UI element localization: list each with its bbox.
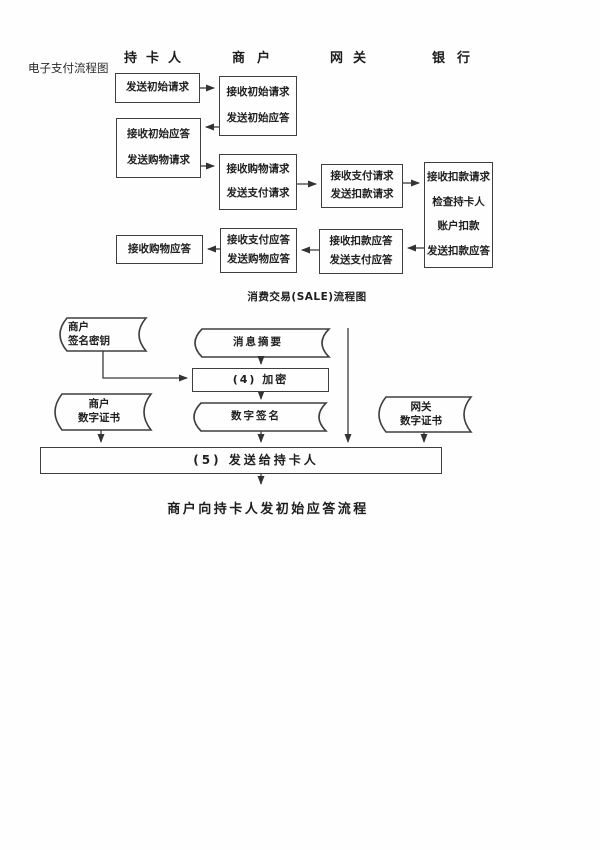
response-flow-arrows <box>97 328 428 485</box>
box-line: 账户扣款 <box>437 220 480 233</box>
box-recv-initial-response: 接收初始应答 发送购物请求 <box>116 118 201 178</box>
sale-flow-caption: 消费交易(SALE)流程图 <box>247 291 367 303</box>
lane-gateway: 网关 <box>330 51 377 66</box>
stored-data-shapes <box>54 317 473 433</box>
merchant-cert-label: 商户 数字证书 <box>57 396 141 428</box>
box-recv-payment-response: 接收支付应答 发送购物应答 <box>220 228 297 273</box>
box-line: 接收购物应答 <box>128 242 191 255</box>
box-line: 发送支付应答 <box>329 253 393 266</box>
sale-flow-arrows <box>200 84 424 254</box>
cyl-line: 消息摘要 <box>233 336 283 349</box>
digital-signature-label: 数字签名 <box>197 404 315 430</box>
box-line: 发送扣款应答 <box>427 244 490 257</box>
box-line: 发送扣款请求 <box>330 188 394 201</box>
box-line: 发送购物应答 <box>227 252 290 265</box>
message-digest-shape <box>194 328 331 358</box>
box-recv-initial-request: 接收初始请求 发送初始应答 <box>219 76 297 136</box>
box-line: 发送支付请求 <box>226 187 290 200</box>
lane-bank: 银行 <box>432 51 483 66</box>
digital-signature-shape <box>193 402 328 432</box>
box-encrypt-step: (4) 加密 <box>192 368 329 392</box>
merchant-sign-key-shape <box>59 317 148 352</box>
box-line: 发送初始请求 <box>126 81 189 94</box>
box-recv-shopping-request: 接收购物请求 发送支付请求 <box>219 154 297 210</box>
box-line: 发送初始应答 <box>226 112 290 125</box>
box-line: 接收支付请求 <box>330 170 394 183</box>
box-recv-debit-response: 接收扣款应答 发送支付应答 <box>319 229 403 274</box>
box-line: 接收支付应答 <box>227 234 290 247</box>
box-line: 接收初始应答 <box>127 128 190 141</box>
box-recv-payment-request: 接收支付请求 发送扣款请求 <box>321 164 403 208</box>
page-title: 电子支付流程图 <box>28 61 109 75</box>
box-line: (5) 发送给持卡人 <box>193 452 319 467</box>
lane-cardholder: 持卡人 <box>124 51 191 66</box>
cyl-line: 数字证书 <box>78 412 120 424</box>
response-flow-caption: 商户向持卡人发初始应答流程 <box>167 502 369 517</box>
box-line: 发送购物请求 <box>127 154 190 167</box>
box-send-to-cardholder: (5) 发送给持卡人 <box>40 447 442 474</box>
box-send-initial-request: 发送初始请求 <box>115 73 200 103</box>
merchant-cert-shape <box>54 393 153 431</box>
box-line: 接收扣款请求 <box>427 171 490 184</box>
cyl-line: 网关 <box>410 400 432 413</box>
cyl-line: 商户 <box>88 398 110 411</box>
arrow-signkey-to-encrypt <box>102 351 188 382</box>
box-recv-shopping-response: 接收购物应答 <box>116 235 203 264</box>
box-line: (4) 加密 <box>232 372 289 386</box>
box-line: 接收扣款应答 <box>329 235 393 248</box>
cyl-line: 数字签名 <box>231 410 281 423</box>
gateway-cert-label: 网关 数字证书 <box>381 399 461 430</box>
box-line: 接收购物请求 <box>226 163 290 176</box>
box-line: 检查持卡人 <box>432 195 485 208</box>
cyl-line: 数字证书 <box>400 414 442 427</box>
cyl-line: 签名密钥 <box>68 334 110 347</box>
gateway-cert-shape <box>378 396 473 433</box>
merchant-sign-key-label: 商户 签名密钥 <box>68 320 140 349</box>
message-digest-label: 消息摘要 <box>198 330 318 356</box>
lane-merchant: 商户 <box>232 51 283 66</box>
box-bank-process: 接收扣款请求 检查持卡人 账户扣款 发送扣款应答 <box>424 162 493 268</box>
box-line: 接收初始请求 <box>226 86 290 99</box>
cyl-line: 商户 <box>68 320 89 333</box>
